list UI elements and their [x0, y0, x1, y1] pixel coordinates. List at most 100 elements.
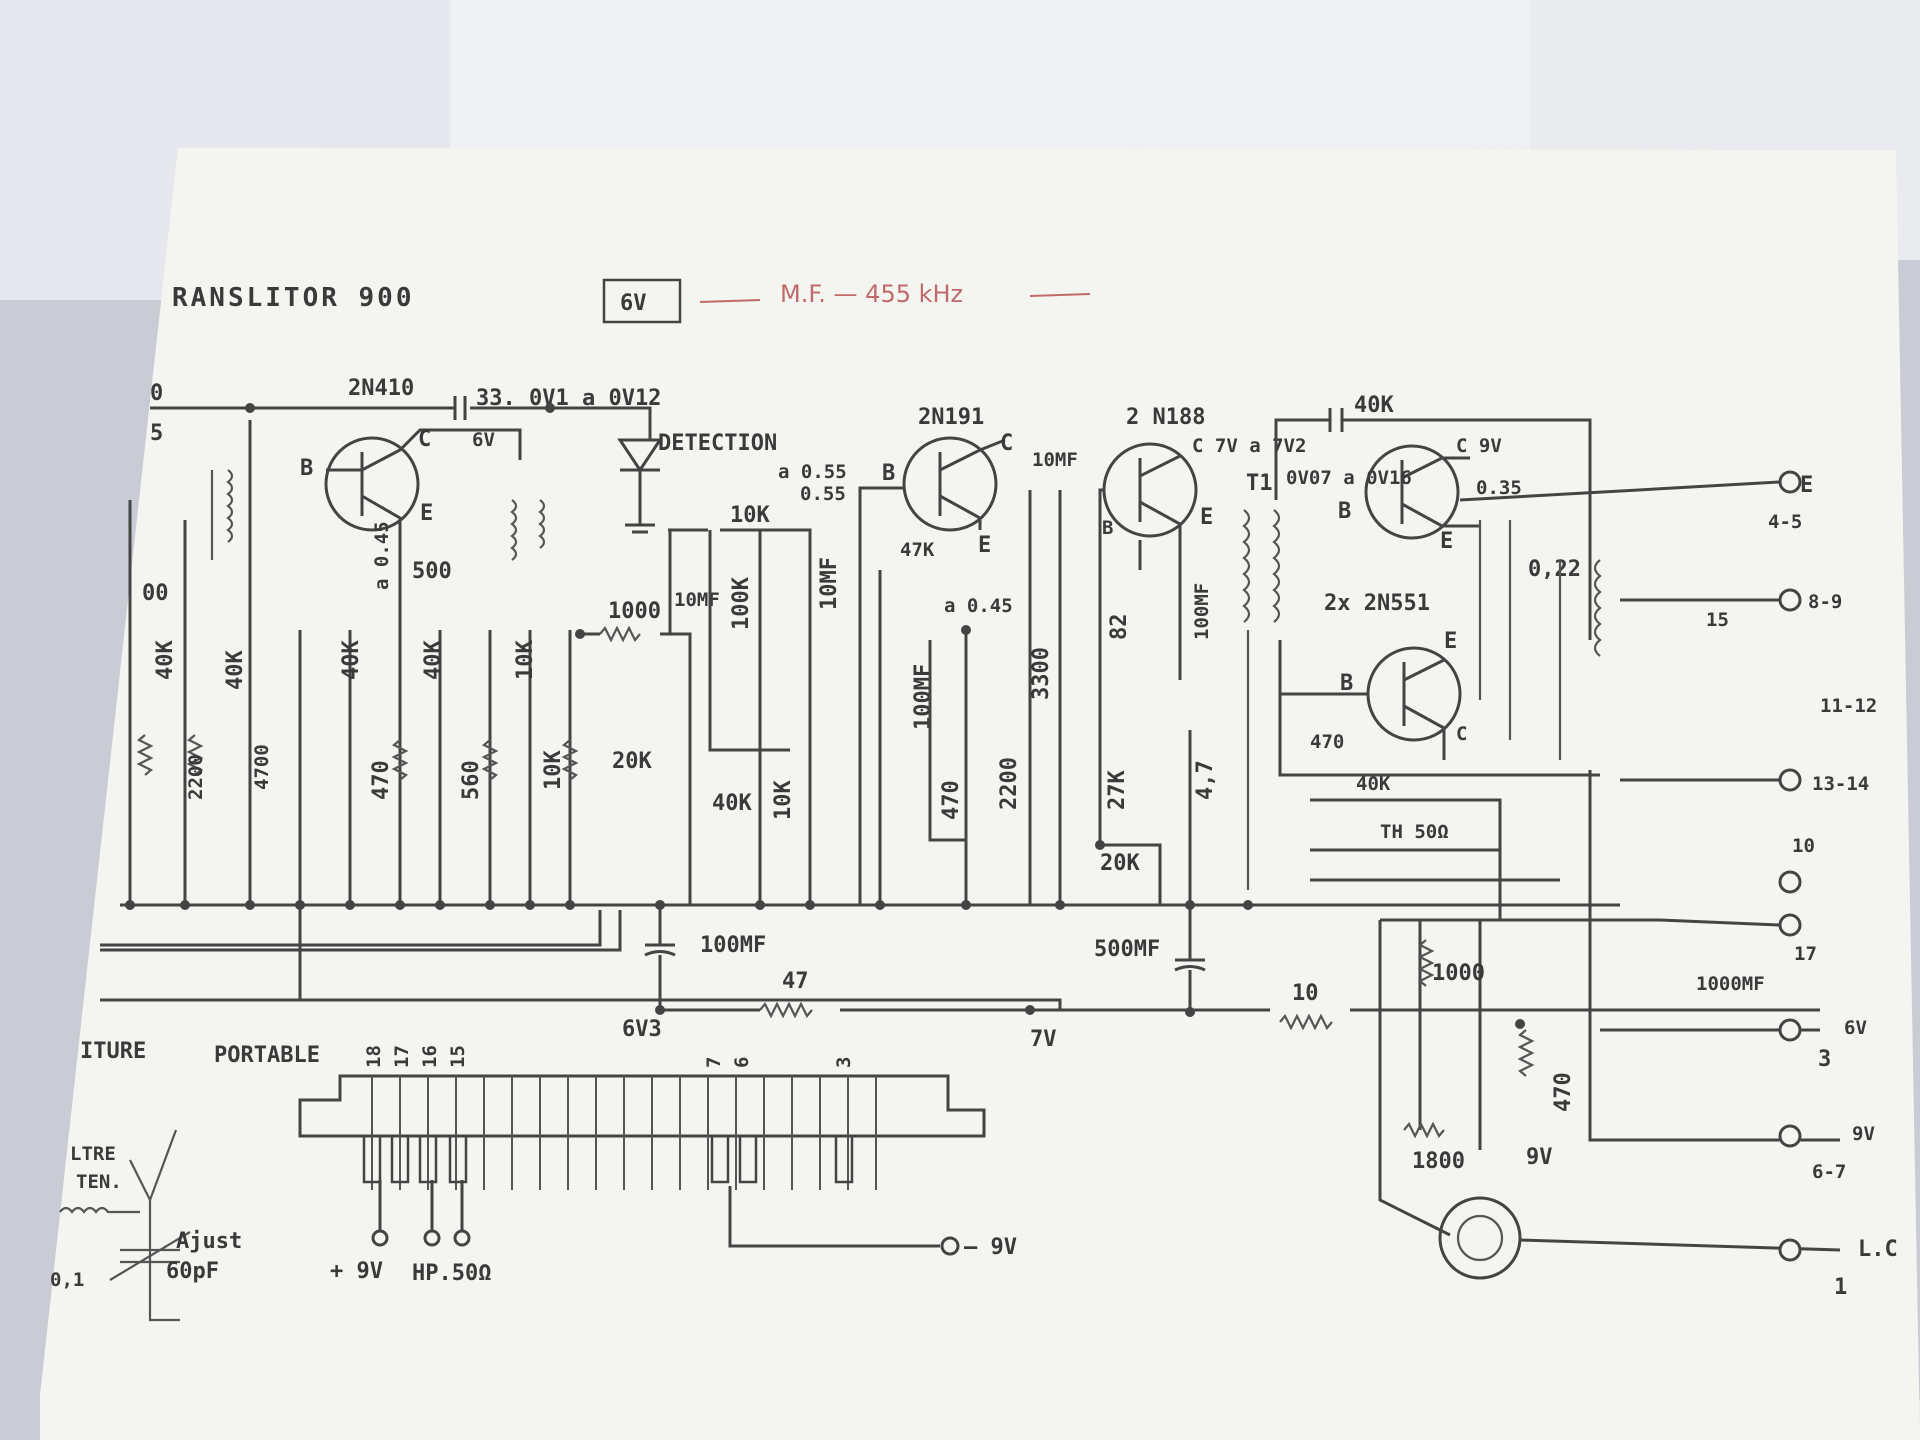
capacitor-label: 10MF — [817, 557, 842, 610]
coil-label: 500 — [412, 559, 452, 584]
junction-dot — [755, 900, 765, 910]
junction-dot — [485, 900, 495, 910]
q3-c-label: C 7V a 7V2 — [1192, 435, 1306, 457]
resistor-label: 47K — [900, 539, 935, 561]
resistor-label: 470 — [1551, 1072, 1576, 1112]
plus9-terminal — [371, 1229, 389, 1247]
q3-e-label: E — [1200, 505, 1213, 530]
junction-dot — [435, 900, 445, 910]
terminal-number: 3 — [1818, 1047, 1831, 1072]
resistor-label: 40K — [712, 791, 752, 816]
junction-dot — [525, 900, 535, 910]
voltage-box-label: 6V — [620, 291, 647, 316]
if-coil — [510, 499, 546, 561]
q1-e-voltage: a 0.45 — [371, 521, 393, 590]
resistor-label: 470 — [939, 780, 964, 820]
q5-c-label: C — [1456, 723, 1467, 745]
terminal-number: 13-14 — [1812, 773, 1869, 795]
junction-dot — [805, 900, 815, 910]
connector-socket — [710, 1134, 730, 1184]
connector-socket — [418, 1134, 438, 1184]
resistor-label: 10K — [730, 503, 770, 528]
resistor-zigzag — [1517, 1029, 1535, 1077]
resistor-label: 40K — [339, 640, 364, 680]
resistor-label: 1000 — [1432, 961, 1485, 986]
q1-b-label: B — [300, 456, 313, 481]
junction-dot — [1185, 1007, 1195, 1017]
pilot-lamp-icon — [1456, 1214, 1504, 1262]
bias-network — [1278, 640, 1600, 920]
resistor-label: 10K — [541, 750, 566, 790]
resistor-label: 100K — [729, 576, 754, 630]
voiture-label: ITURE — [80, 1039, 146, 1064]
transistor-q1-leads — [326, 428, 522, 560]
connector-pin-label: 17 — [391, 1045, 413, 1068]
junction-dot — [655, 1005, 665, 1015]
resistor-label: 4,7 — [1193, 760, 1218, 800]
terminal-circle — [1778, 870, 1802, 894]
resistor-label: 82 — [1107, 614, 1132, 641]
transistor-q3-label: 2 N188 — [1126, 405, 1205, 430]
resistor-zigzag — [136, 734, 154, 776]
thermistor-label: TH 50Ω — [1380, 821, 1449, 843]
transformer-t1-label: T1 — [1246, 471, 1273, 496]
resistor-label: 10 — [1292, 981, 1319, 1006]
q2-c-label: C — [1000, 431, 1013, 456]
q1-e-label: E — [420, 501, 433, 526]
junction-dot — [245, 403, 255, 413]
detection-diode — [617, 438, 663, 534]
resistor-label: 2200 — [997, 757, 1022, 810]
transistor-q1-label: 2N410 — [348, 376, 414, 401]
resistor-label: 40K — [223, 650, 248, 690]
transistor-q2-symbol — [902, 436, 998, 532]
transistor-q2-label: 2N191 — [918, 405, 984, 430]
hp-label: HP.50Ω — [412, 1261, 491, 1286]
capacitor-label: 100MF — [700, 933, 766, 958]
resistor-label: 2200 — [185, 754, 207, 800]
resistor-label: 47 — [782, 969, 809, 994]
resistor-zigzag — [1403, 1121, 1445, 1139]
transistor-q1-symbol — [324, 436, 420, 532]
resistor-label: 40K — [1356, 773, 1391, 795]
q2-b-label: B — [882, 461, 895, 486]
q4-emitter-voltage: 0.35 — [1476, 477, 1522, 499]
junction-dot — [245, 900, 255, 910]
terminal-number: 17 — [1794, 943, 1817, 965]
mf-arrow-line — [1029, 293, 1091, 297]
junction-dot — [875, 900, 885, 910]
q3-b-label: B — [1102, 517, 1113, 539]
capacitor-label: 40K — [1354, 393, 1394, 418]
terminal-label: 6V — [1844, 1017, 1867, 1039]
q4-c-label: C 9V — [1456, 435, 1502, 457]
filter-cap-500mf — [1174, 905, 1206, 1012]
coil-icon — [59, 1206, 140, 1214]
terminal-number: 6-7 — [1812, 1161, 1846, 1183]
resistor-label: 4700 — [251, 744, 273, 790]
minus9-terminal — [940, 1236, 960, 1256]
terminal-column — [1778, 470, 1802, 1262]
connector-pins — [362, 1076, 877, 1190]
if-coil — [210, 469, 234, 560]
connector-pin-label: 7 — [703, 1057, 725, 1068]
junction-dot — [655, 900, 665, 910]
antenna-label: TEN. — [76, 1171, 122, 1193]
terminal-label: L.C — [1858, 1237, 1898, 1262]
ajust-label: Ajust — [176, 1229, 242, 1254]
junction-dots — [125, 403, 1525, 1029]
resistor-zigzag — [1279, 1013, 1333, 1031]
capacitor-label: 10MF — [1032, 449, 1078, 471]
trimmer-cap-icon — [109, 1231, 191, 1281]
junction-dot — [345, 900, 355, 910]
resistor-label: 1000 — [608, 599, 661, 624]
mf-note: M.F. — 455 kHz — [780, 280, 963, 308]
q4-e-label: E — [1440, 529, 1453, 554]
page-title: RANSLITOR 900 — [172, 283, 415, 313]
transistor-q2-leads — [858, 438, 1006, 905]
terminal-circle — [1778, 1124, 1802, 1148]
portable-label: PORTABLE — [214, 1043, 320, 1068]
connector-socket — [448, 1134, 468, 1184]
capacitor-label: 10MF — [674, 589, 720, 611]
capacitor-label: 100MF — [1191, 583, 1213, 640]
terminal-label: E — [1800, 473, 1813, 498]
terminal-number: 4-5 — [1768, 511, 1802, 533]
